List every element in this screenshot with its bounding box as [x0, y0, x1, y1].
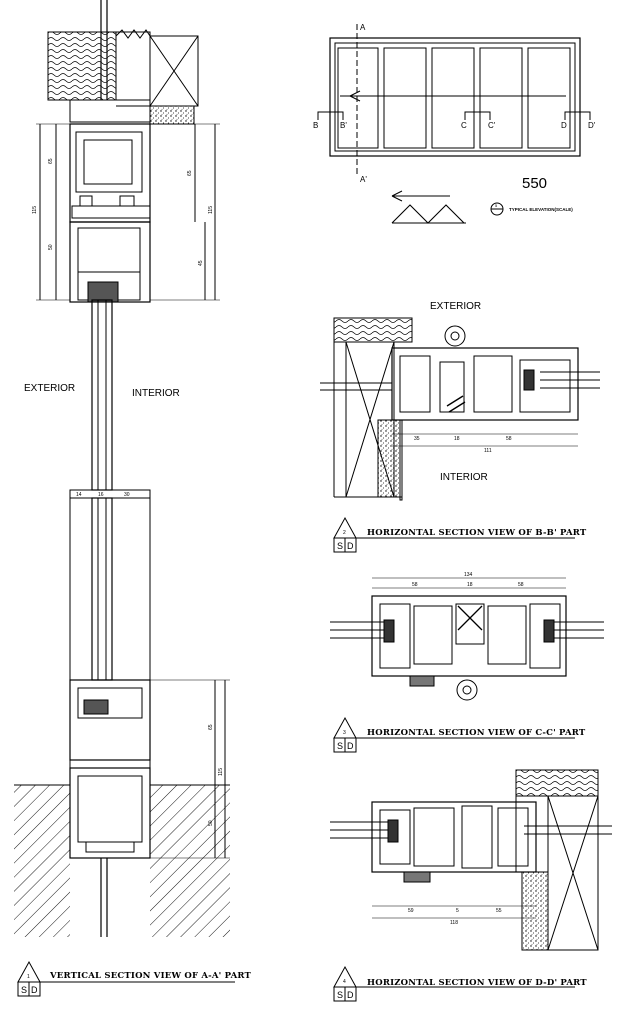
caption-4-s: S [337, 990, 343, 1000]
dim-cc-58a: 58 [412, 582, 418, 588]
dim-cc-58b: 58 [518, 582, 524, 588]
caption-2-d: D [347, 541, 354, 551]
caption-4-d: D [347, 990, 354, 1000]
caption-3: 3 S D HORIZONTAL SECTION VIEW OF C-C' PA… [333, 716, 586, 753]
marker-a: A [360, 23, 366, 32]
label-interior-left: INTERIOR [132, 388, 180, 399]
section-cc [330, 577, 604, 701]
caption-1-s: S [21, 985, 27, 995]
section-bb [320, 317, 600, 501]
marker-a-prime: A' [360, 175, 367, 184]
elevation-num: 5 [495, 203, 498, 208]
dim-cc-18: 18 [467, 582, 473, 588]
marker-c-prime: C' [488, 121, 496, 130]
marker-d-prime: D' [588, 121, 596, 130]
caption-4-num: 4 [343, 979, 346, 985]
typical-elevation [317, 24, 591, 224]
dim-bb-111: 111 [484, 448, 492, 454]
caption-2-title: HORIZONTAL SECTION VIEW OF B-B' PART [367, 528, 587, 538]
section-symbol-1 [17, 960, 235, 997]
caption-1-num: 1 [27, 974, 30, 980]
section-symbol-2 [333, 516, 575, 553]
dim-v-65a: 65 [48, 158, 54, 164]
dim-bb-58: 58 [506, 436, 512, 442]
dim-bb-35: 35 [414, 436, 420, 442]
caption-3-title: HORIZONTAL SECTION VIEW OF C-C' PART [367, 728, 586, 738]
caption-2: 2 S D HORIZONTAL SECTION VIEW OF B-B' PA… [333, 516, 587, 553]
dim-bb-18: 18 [454, 436, 460, 442]
dim-v-16: 16 [98, 492, 104, 498]
marker-b-prime: B' [340, 121, 347, 130]
dim-cc-134: 134 [464, 572, 473, 578]
caption-4-title: HORIZONTAL SECTION VIEW OF D-D' PART [367, 978, 587, 988]
dim-dd-59: 59 [408, 908, 414, 914]
marker-c: C [461, 121, 467, 130]
section-symbol-3 [333, 716, 575, 753]
label-exterior-bb: EXTERIOR [430, 301, 481, 312]
elevation-width-label: 550 [522, 175, 547, 192]
dim-dd-55: 55 [496, 908, 502, 914]
dim-v-115c: 115 [218, 768, 224, 776]
caption-1: 1 S D VERTICAL SECTION VIEW OF A-A' PART [17, 960, 252, 997]
dim-v-65c: 65 [208, 724, 214, 730]
caption-3-d: D [347, 741, 354, 751]
caption-3-s: S [337, 741, 343, 751]
marker-d: D [561, 121, 567, 130]
dim-v-30: 30 [124, 492, 130, 498]
dim-v-65b: 65 [187, 170, 193, 176]
caption-2-num: 2 [343, 530, 346, 536]
vertical-section-a [14, 0, 230, 937]
dim-v-50a: 50 [48, 244, 54, 250]
dim-v-50c: 50 [208, 820, 214, 826]
caption-3-num: 3 [343, 730, 346, 736]
elevation-title: TYPICAL ELEVATION(SCALE) [509, 207, 573, 212]
caption-4: 4 S D HORIZONTAL SECTION VIEW OF D-D' PA… [333, 965, 587, 1002]
marker-b: B [313, 121, 318, 130]
label-exterior-left: EXTERIOR [24, 383, 75, 394]
dim-v-115b: 115 [208, 206, 214, 214]
dim-v-14: 14 [76, 492, 82, 498]
label-interior-bb: INTERIOR [440, 472, 488, 483]
caption-2-s: S [337, 541, 343, 551]
caption-1-title: VERTICAL SECTION VIEW OF A-A' PART [49, 971, 252, 981]
caption-1-d: D [31, 985, 38, 995]
section-symbol-4 [333, 965, 575, 1002]
dim-dd-118: 118 [450, 920, 458, 926]
section-dd [330, 769, 612, 951]
dim-v-115a: 115 [32, 206, 38, 214]
dim-dd-5: 5 [456, 908, 459, 914]
dim-v-45: 45 [198, 260, 204, 266]
